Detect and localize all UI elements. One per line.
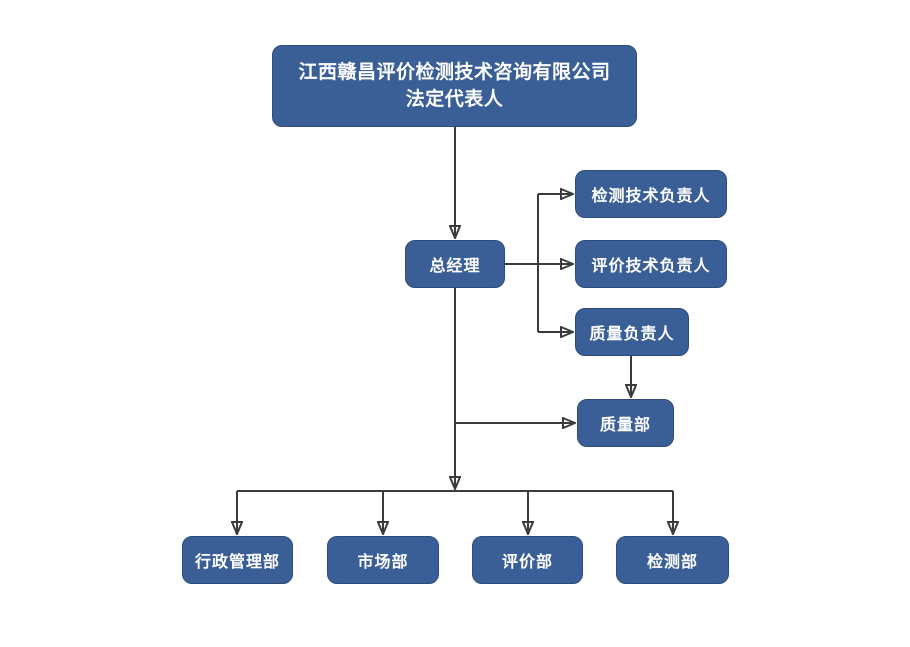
market-dept-label: 市场部	[357, 554, 409, 571]
testing-dept-label: 检测部	[646, 554, 698, 571]
legal-representative-line1: 江西赣昌评价检测技术咨询有限公司	[298, 62, 611, 83]
node-admin-dept: 行政管理部	[182, 536, 293, 584]
node-evaluation-tech-leader: 评价技术负责人	[575, 240, 727, 288]
node-legal-representative: 江西赣昌评价检测技术咨询有限公司 法定代表人	[272, 45, 637, 127]
quality-leader-label: 质量负责人	[589, 326, 675, 343]
general-manager-label: 总经理	[429, 258, 481, 275]
admin-dept-label: 行政管理部	[194, 554, 280, 571]
node-quality-dept: 质量部	[577, 399, 674, 447]
node-evaluation-dept: 评价部	[472, 536, 583, 584]
node-market-dept: 市场部	[327, 536, 439, 584]
node-testing-tech-leader: 检测技术负责人	[575, 170, 727, 218]
evaluation-dept-label: 评价部	[501, 554, 553, 571]
node-testing-dept: 检测部	[616, 536, 729, 584]
legal-representative-line2: 法定代表人	[405, 89, 504, 110]
node-quality-leader: 质量负责人	[575, 308, 689, 356]
testing-tech-leader-label: 检测技术负责人	[591, 188, 711, 205]
evaluation-tech-leader-label: 评价技术负责人	[591, 258, 711, 275]
quality-dept-label: 质量部	[599, 417, 651, 434]
node-general-manager: 总经理	[405, 240, 505, 288]
